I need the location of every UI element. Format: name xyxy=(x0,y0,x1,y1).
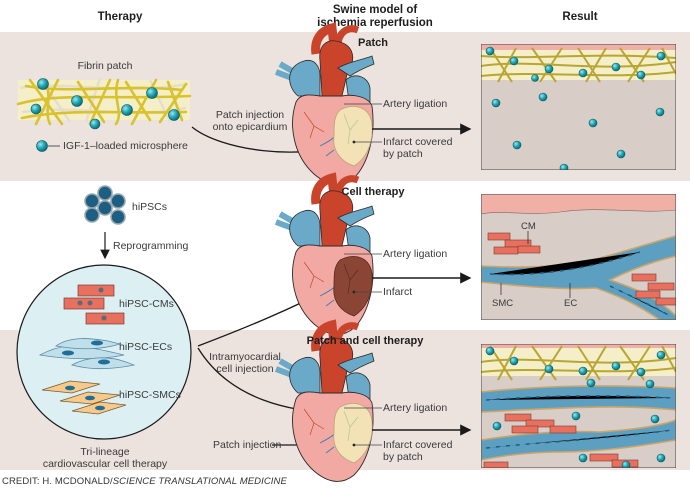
credit-prefix: CREDIT: H. MCDONALD/ xyxy=(2,476,113,487)
image-credit: CREDIT: H. MCDONALD/SCIENCE TRANSLATIONA… xyxy=(2,476,287,487)
result-panel-cell-therapy xyxy=(481,194,676,320)
microsphere-label: IGF-1–loaded microsphere xyxy=(63,140,188,152)
row-title-patch-and-cell: Patch and cell therapy xyxy=(306,335,424,347)
hipsc-cms-label: hiPSC-CMs xyxy=(119,298,174,310)
infarct-label: Infarct xyxy=(383,286,413,298)
patch-injection-label-combo: Patch injection xyxy=(213,439,282,451)
hipsc-ecs-label: hiPSC-ECs xyxy=(119,341,173,353)
header-model-line1: Swine model of xyxy=(332,4,418,16)
reprogramming-label: Reprogramming xyxy=(113,240,189,252)
result-ec-label: EC xyxy=(564,298,578,309)
microsphere-legend-icon xyxy=(36,140,60,152)
fibrin-patch-label: Fibrin patch xyxy=(77,60,133,72)
result-panel-patch xyxy=(481,44,676,170)
trilineage-circle xyxy=(16,264,192,440)
infarct-covered-label-3: Infarct covered by patch xyxy=(383,439,452,463)
heart-cell-therapy-row xyxy=(276,178,374,334)
intramyocardial-label: Intramyocardial cell injection xyxy=(205,351,285,375)
hipsc-smcs-label: hiPSC-SMCs xyxy=(119,389,181,401)
patch-injection-label: Patch injection onto epicardium xyxy=(200,109,300,133)
heart-combined-row xyxy=(276,325,374,481)
artery-ligation-label-1: Artery ligation xyxy=(383,98,448,110)
infarct-covered-line1-combo: Infarct covered xyxy=(383,439,453,451)
artery-ligation-label-3: Artery ligation xyxy=(383,402,448,414)
patch-injection-line1: Patch injection xyxy=(215,109,285,121)
header-model: Swine model of ischemia reperfusion xyxy=(300,4,450,30)
artery-ligation-label-2: Artery ligation xyxy=(383,248,448,260)
result-cm-label: CM xyxy=(521,221,536,232)
result-smc-label: SMC xyxy=(492,298,514,309)
row-title-cell-therapy: Cell therapy xyxy=(341,186,405,198)
fibrin-patch-illustration xyxy=(16,77,192,130)
header-result: Result xyxy=(562,11,598,23)
heart-patch-row xyxy=(276,28,374,184)
patch-injection-line2: onto epicardium xyxy=(212,121,288,133)
result-panel-combined xyxy=(481,344,676,468)
intramyocardial-line1: Intramyocardial xyxy=(209,351,281,363)
infarct-covered-line2: by patch xyxy=(383,148,423,160)
trilineage-line1: Tri-lineage xyxy=(80,446,130,458)
hipscs-cluster-icon xyxy=(84,185,126,225)
credit-source: SCIENCE TRANSLATIONAL MEDICINE xyxy=(112,476,287,487)
header-model-line2: ischemia reperfusion xyxy=(317,17,433,29)
infarct-covered-line1: Infarct covered xyxy=(383,136,453,148)
header-therapy: Therapy xyxy=(97,11,143,23)
infarct-covered-label-1: Infarct covered by patch xyxy=(383,136,452,160)
intramyocardial-line2: cell injection xyxy=(216,363,274,375)
trilineage-line2: cardiovascular cell therapy xyxy=(42,458,168,470)
trilineage-label: Tri-lineage cardiovascular cell therapy xyxy=(30,446,180,470)
row-title-patch: Patch xyxy=(358,37,388,49)
infarct-covered-line2-combo: by patch xyxy=(383,451,423,463)
hipscs-label: hiPSCs xyxy=(132,201,168,213)
